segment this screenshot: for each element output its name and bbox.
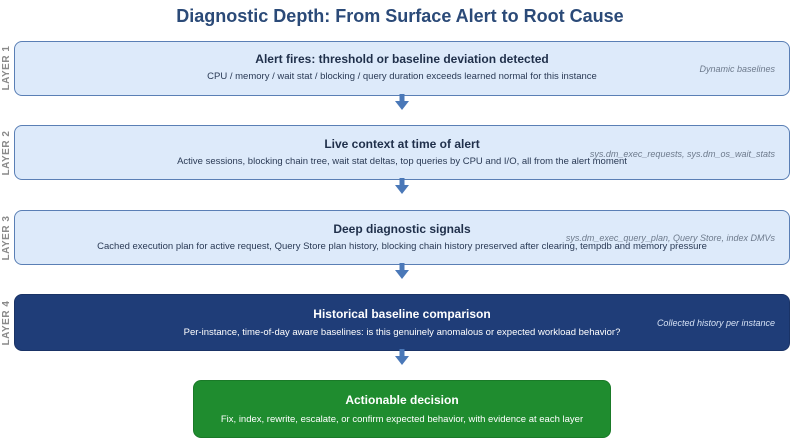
layer-2-side-note: sys.dm_exec_requests, sys.dm_os_wait_sta… bbox=[589, 149, 775, 159]
layer-4-box: Historical baseline comparison Per-insta… bbox=[14, 294, 790, 351]
layer-4-side-note: Collected history per instance bbox=[656, 318, 775, 328]
layer-3-box: Deep diagnostic signals Cached execution… bbox=[14, 210, 790, 265]
arrow-down-icon bbox=[395, 349, 409, 365]
layer-3-desc: Cached execution plan for active request… bbox=[97, 241, 707, 252]
layer-2-box: Live context at time of alert Active ses… bbox=[14, 125, 790, 180]
layer-2-label: LAYER 2 bbox=[1, 130, 12, 176]
layer-4-label: LAYER 4 bbox=[1, 300, 12, 346]
diagram-title: Diagnostic Depth: From Surface Alert to … bbox=[176, 6, 624, 26]
layer-3-title: Deep diagnostic signals bbox=[333, 222, 471, 236]
layer-4-desc: Per-instance, time-of-day aware baseline… bbox=[183, 327, 621, 338]
decision-desc: Fix, index, rewrite, escalate, or confir… bbox=[220, 414, 584, 425]
decision-title: Actionable decision bbox=[345, 393, 459, 407]
decision-box: Actionable decision Fix, index, rewrite,… bbox=[193, 380, 611, 438]
layer-3-label: LAYER 3 bbox=[1, 215, 12, 261]
layer-1-label: LAYER 1 bbox=[1, 45, 12, 91]
layer-2-title: Live context at time of alert bbox=[324, 137, 480, 151]
arrow-down-icon bbox=[395, 263, 409, 279]
layer-1-side-note: Dynamic baselines bbox=[699, 64, 775, 74]
arrow-down-icon bbox=[395, 178, 409, 194]
layer-1-desc: CPU / memory / wait stat / blocking / qu… bbox=[207, 71, 597, 82]
layer-2-desc: Active sessions, blocking chain tree, wa… bbox=[177, 156, 627, 167]
layer-1-title: Alert fires: threshold or baseline devia… bbox=[255, 52, 549, 66]
layer-4-title: Historical baseline comparison bbox=[313, 307, 491, 321]
layer-3-side-note: sys.dm_exec_query_plan, Query Store, ind… bbox=[565, 233, 775, 243]
arrow-down-icon bbox=[395, 94, 409, 110]
layer-1-box: Alert fires: threshold or baseline devia… bbox=[14, 41, 790, 96]
